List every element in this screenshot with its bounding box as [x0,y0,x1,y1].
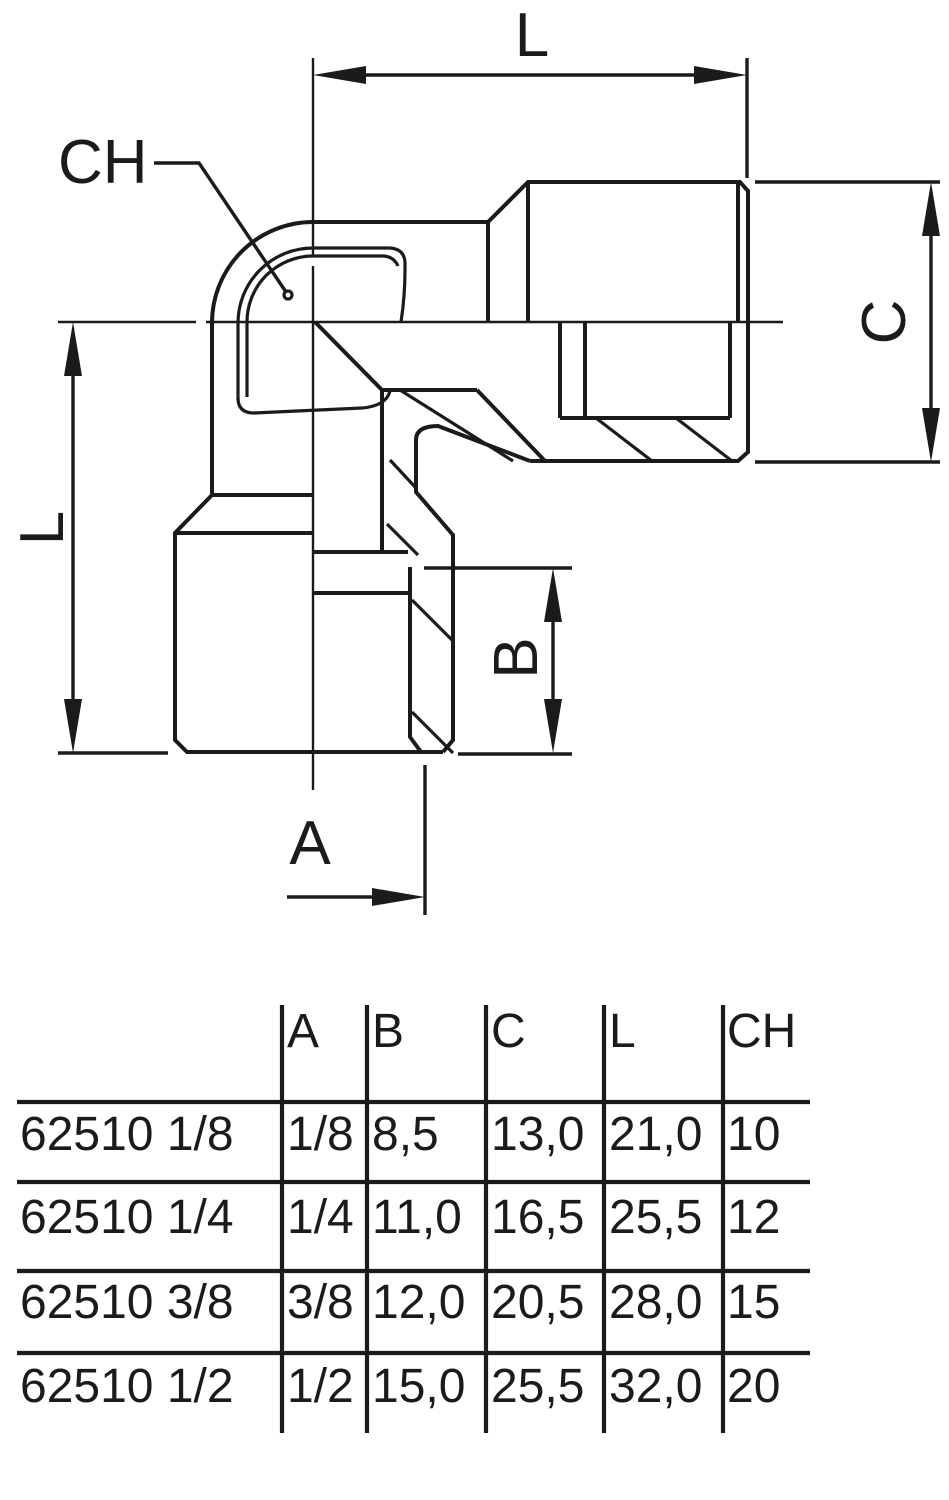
arrowhead-up [922,182,940,236]
cell-A: 1/8 [287,1108,354,1161]
section-cone-edge [475,388,547,463]
cell-CH: 12 [727,1191,780,1244]
cell-B: 11,0 [372,1191,462,1244]
dimension-B: B [424,566,572,756]
hatch-line [410,598,455,643]
dimension-CH: CH [58,128,294,301]
dim-label-B: B [482,637,551,678]
cell-A: 1/4 [287,1191,354,1244]
vertical-thread-bore-line [408,567,423,754]
cell-C: 20,5 [491,1276,584,1329]
hatch-line [675,416,733,463]
fitting-outline [173,180,750,754]
table-header-C: C [491,1005,526,1058]
table-row: 62510 3/8 3/8 12,0 20,5 28,0 15 [20,1276,780,1329]
dimension-A: A [287,765,427,915]
arrowhead-up [544,568,562,622]
table-grid [17,1005,810,1433]
arrowhead-right [694,66,747,84]
cell-A: 3/8 [287,1276,354,1329]
bend-inner-line-outer [236,246,407,400]
inner-bend-profile [236,246,407,415]
cell-part: 62510 1/8 [20,1108,234,1161]
hatch-line [410,710,455,755]
cell-part: 62510 1/4 [20,1191,234,1244]
table-header-CH: CH [727,1005,796,1058]
arrowhead-left [313,66,366,84]
hatch-line [385,522,420,557]
table-header-B: B [372,1005,404,1058]
cell-B: 15,0 [372,1360,465,1413]
spec-table: A B C L CH 62510 1/8 1/8 8,5 13,0 21,0 1… [17,1005,810,1433]
section-outer-wall [414,423,531,754]
leader-dot [282,289,294,301]
arrowhead-down [922,408,940,462]
table-row: 62510 1/4 1/4 11,0 16,5 25,5 12 [20,1191,780,1244]
arrowhead-down [64,699,82,753]
dimension-L-left: L [8,322,168,755]
table-header-A: A [287,1005,319,1058]
hatch-line [595,416,653,463]
cell-CH: 15 [727,1276,780,1329]
section-bore-edge [313,320,477,392]
hatch-line [388,458,418,490]
dim-label-L-left: L [8,511,77,545]
cell-B: 12,0 [372,1276,465,1329]
cell-B: 8,5 [372,1108,439,1161]
bend-inner-line-inner [245,254,400,397]
cell-L: 25,5 [609,1191,702,1244]
section-hatching [385,416,733,755]
table-row: 62510 1/2 1/2 15,0 25,5 32,0 20 [20,1360,780,1413]
cell-part: 62510 1/2 [20,1360,234,1413]
cell-C: 25,5 [491,1360,584,1413]
cell-CH: 20 [727,1360,780,1413]
table-header-L: L [609,1005,636,1058]
cell-A: 1/2 [287,1360,354,1413]
dim-label-A: A [289,809,331,878]
cell-part: 62510 3/8 [20,1276,234,1329]
leader-line [154,161,288,293]
dimension-L-top: L [313,1,749,178]
table-row: 62510 1/8 1/8 8,5 13,0 21,0 10 [20,1108,780,1161]
dim-label-C: C [850,300,919,345]
cell-C: 16,5 [491,1191,584,1244]
cell-L: 28,0 [609,1276,702,1329]
bend-inner-hook-bottom [236,390,392,415]
elbow-upper-body-outline [210,180,750,495]
cut-section [313,320,733,755]
cell-C: 13,0 [491,1108,584,1161]
arrowhead-down [544,699,562,753]
dim-label-CH: CH [58,128,148,197]
cell-L: 32,0 [609,1360,702,1413]
bottom-nut-left-outline [173,493,443,754]
table-header-row: A B C L CH [287,1005,796,1058]
dim-label-L-top: L [515,1,549,70]
arrowhead-up [64,322,82,376]
cell-CH: 10 [727,1108,780,1161]
cell-L: 21,0 [609,1108,702,1161]
dimension-C-right: C [755,180,940,464]
centerlines [58,58,783,790]
arrowhead-right [372,888,425,906]
